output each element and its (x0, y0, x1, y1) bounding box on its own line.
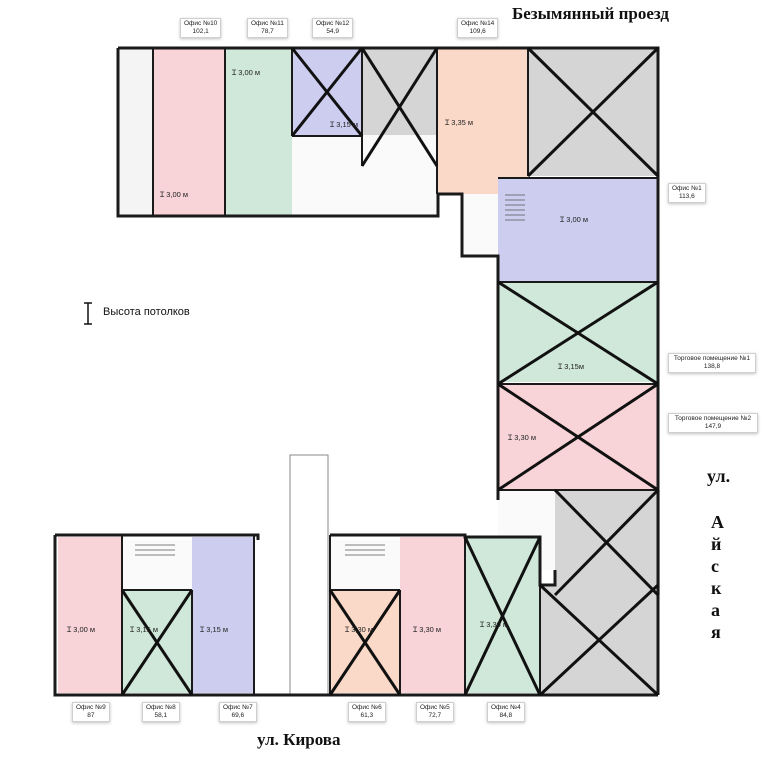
south-wing-outline (53, 535, 658, 697)
room-name: Офис №10 (184, 20, 218, 27)
fill-office7 (192, 537, 254, 693)
room-area: 138,8 (703, 363, 721, 370)
cross-shop2-b (497, 382, 659, 492)
street-east-letter: й (711, 534, 722, 554)
fill-office9 (58, 537, 122, 693)
room-name: Офис №6 (352, 704, 382, 711)
room-name: Офис №5 (420, 704, 450, 711)
cross-office6-b (328, 589, 402, 696)
room-name: Офис №4 (491, 704, 521, 711)
interior-walls (121, 48, 658, 695)
room-area: 54,9 (326, 28, 339, 35)
ceiling-height-office10: Ɪ 3,00 м (160, 190, 189, 199)
ceiling-height-office14: Ɪ 3,35 м (445, 118, 474, 127)
legend-label: Высота потолков (103, 306, 190, 318)
ceiling-height-office9: Ɪ 3,00 м (67, 625, 96, 634)
fill-office5 (400, 537, 465, 693)
room-name: Офис №9 (76, 704, 106, 711)
south-core-west (122, 540, 194, 590)
room-name: Офис №11 (251, 20, 284, 27)
cross-grey-c2 (553, 488, 660, 597)
fill-office10 (153, 48, 225, 216)
cross-grey-a2 (360, 47, 439, 167)
room-name: Офис №12 (316, 20, 350, 27)
street-east-letter: я (711, 622, 721, 642)
street-east-letter: к (711, 578, 722, 598)
cross-grey-d2 (538, 583, 660, 697)
street-east-letter: а (711, 600, 720, 620)
street-east-prefix: ул. (707, 466, 731, 486)
ceiling-height-shop2: Ɪ 3,30 м (508, 433, 537, 442)
room-area: 84,8 (499, 712, 513, 719)
room-area: 58,1 (154, 712, 168, 719)
room-area: 109,6 (469, 28, 486, 35)
cross-shop1-b (497, 280, 659, 386)
stairs (135, 194, 525, 556)
room-area: 72,7 (428, 712, 442, 719)
room-name: Офис №1 (672, 185, 702, 192)
street-east-letter: А (711, 512, 724, 532)
ceiling-height-office12: Ɪ 3,15 м (330, 120, 359, 129)
unit-fills (58, 48, 658, 693)
ceiling-height-office8: Ɪ 3,15 м (130, 625, 159, 634)
north-wing-south-wall (116, 48, 500, 500)
ceiling-height-shop1: Ɪ 3,15м (558, 362, 585, 371)
street-east-letter: с (711, 556, 719, 576)
central-tower (289, 454, 329, 696)
ceiling-height-office6: Ɪ 3,30 м (345, 625, 374, 634)
room-name: Офис №7 (223, 704, 253, 711)
room-name: Торговое помещение №2 (674, 415, 752, 422)
street-north: Безымянный проезд (512, 4, 669, 23)
room-area: 78,7 (261, 28, 274, 35)
fill-office11 (225, 48, 292, 216)
ceiling-height-office5: Ɪ 3,30 м (413, 625, 442, 634)
north-stair-core (118, 48, 153, 216)
street-south: ул. Кирова (257, 730, 341, 749)
ceiling-height-office4: Ɪ 3,30 м (480, 620, 509, 629)
room-name: Офис №8 (146, 704, 176, 711)
fill-office1 (498, 178, 658, 282)
ceiling-height-icon (84, 302, 92, 325)
room-area: 61,3 (360, 712, 374, 719)
room-area: 69,6 (231, 712, 245, 719)
sold-crosses (120, 46, 660, 697)
cross-office8-b (120, 589, 194, 696)
room-area: 87 (87, 712, 95, 719)
cross-office4-b (463, 536, 542, 696)
ceiling-height-office11: Ɪ 3,00 м (232, 68, 261, 77)
fill-office14 (437, 48, 528, 194)
cross-grey-b2 (526, 46, 660, 178)
room-area: 147,9 (704, 423, 722, 430)
south-core-east (330, 540, 402, 590)
room-area: 113,6 (678, 193, 695, 200)
room-area: 102,1 (192, 28, 209, 35)
ceiling-height-office7: Ɪ 3,15 м (200, 625, 229, 634)
cross-office12-b (290, 47, 364, 137)
room-name: Торговое помещение №1 (673, 355, 751, 362)
room-name: Офис №14 (461, 20, 495, 27)
ceiling-height-office1: Ɪ 3,00 м (560, 215, 589, 224)
